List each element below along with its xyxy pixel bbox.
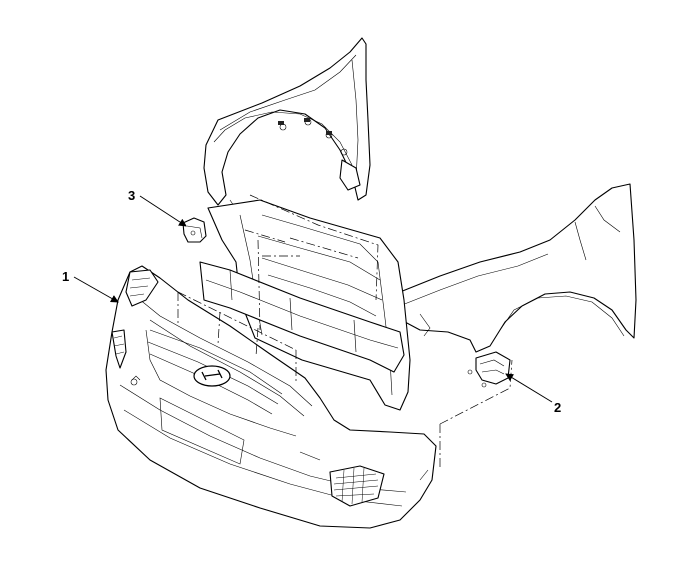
- front-bumper-cover: [105, 265, 437, 529]
- callout-label-1: 1: [62, 269, 69, 284]
- callout-3: 3: [128, 188, 187, 227]
- part-3-bracket: [182, 217, 207, 243]
- callout-label-2: 2: [554, 400, 561, 415]
- callout-label-3: 3: [128, 188, 135, 203]
- callout-1: 1: [62, 269, 119, 303]
- hyundai-logo-icon: [193, 365, 231, 387]
- callout-2: 2: [505, 373, 561, 415]
- fog-lamp-grille: [333, 467, 379, 505]
- part-2-bracket: [467, 351, 511, 388]
- right-fender: [399, 183, 637, 353]
- left-fender: [203, 37, 371, 229]
- explode-lines: [177, 239, 513, 470]
